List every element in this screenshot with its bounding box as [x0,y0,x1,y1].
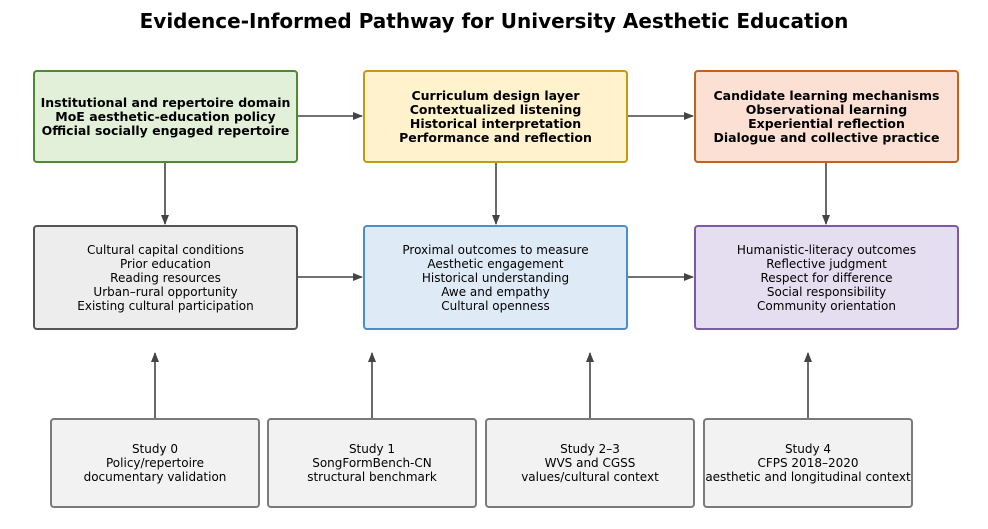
box-line: Reflective judgment [766,256,887,271]
institutional-repertoire-box: Institutional and repertoire domain MoE … [33,70,298,163]
box-line: CFPS 2018–2020 [757,456,859,470]
box-line: documentary validation [83,470,227,484]
study-4-box: Study 4 CFPS 2018–2020 aesthetic and lon… [703,418,913,508]
humanistic-literacy-box: Humanistic-literacy outcomes Reflective … [694,225,959,330]
box-line: Experiential reflection [748,115,905,131]
box-line: Study 2–3 [560,442,620,456]
cultural-capital-box: Cultural capital conditions Prior educat… [33,225,298,330]
diagram-title: Evidence-Informed Pathway for University… [139,9,849,33]
box-line: Official socially engaged repertoire [41,122,290,138]
box-line: Aesthetic engagement [427,256,564,271]
box-line: Policy/repertoire [106,456,204,470]
box-line: Study 0 [131,442,179,456]
box-line: Historical interpretation [409,115,582,131]
box-line: Community orientation [757,298,896,313]
box-line: values/cultural context [521,470,659,484]
box-line: Study 4 [784,442,832,456]
box-line: SongFormBench-CN [312,456,432,470]
box-line: Respect for difference [760,270,893,285]
box-line: Institutional and repertoire domain [40,94,291,110]
box-line: WVS and CGSS [544,456,636,470]
box-line: Reading resources [110,270,221,285]
box-line: Dialogue and collective practice [713,129,940,145]
box-line: MoE aesthetic-education policy [55,108,276,124]
box-line: Performance and reflection [399,129,592,145]
box-line: Contextualized listening [409,101,582,117]
box-line: Proximal outcomes to measure [402,242,589,257]
study-0-box: Study 0 Policy/repertoire documentary va… [50,418,260,508]
curriculum-design-box: Curriculum design layer Contextualized l… [363,70,628,163]
study-2-3-box: Study 2–3 WVS and CGSS values/cultural c… [485,418,695,508]
learning-mechanisms-box: Candidate learning mechanisms Observatio… [694,70,959,163]
box-line: Study 1 [348,442,396,456]
study-1-box: Study 1 SongFormBench-CN structural benc… [267,418,477,508]
box-line: Cultural capital conditions [87,242,244,257]
box-line: Cultural openness [441,298,550,313]
box-line: Prior education [120,256,211,271]
box-line: Existing cultural participation [77,298,254,313]
box-line: Humanistic-literacy outcomes [736,242,917,257]
box-line: aesthetic and longitudinal context [705,470,911,484]
box-line: structural benchmark [307,470,437,484]
box-line: Curriculum design layer [411,87,580,103]
box-line: Social responsibility [766,284,887,299]
box-line: Observational learning [745,101,908,117]
box-line: Historical understanding [421,270,570,285]
proximal-outcomes-box: Proximal outcomes to measure Aesthetic e… [363,225,628,330]
box-line: Urban–rural opportunity [93,284,238,299]
box-line: Awe and empathy [441,284,550,299]
box-line: Candidate learning mechanisms [713,87,940,103]
